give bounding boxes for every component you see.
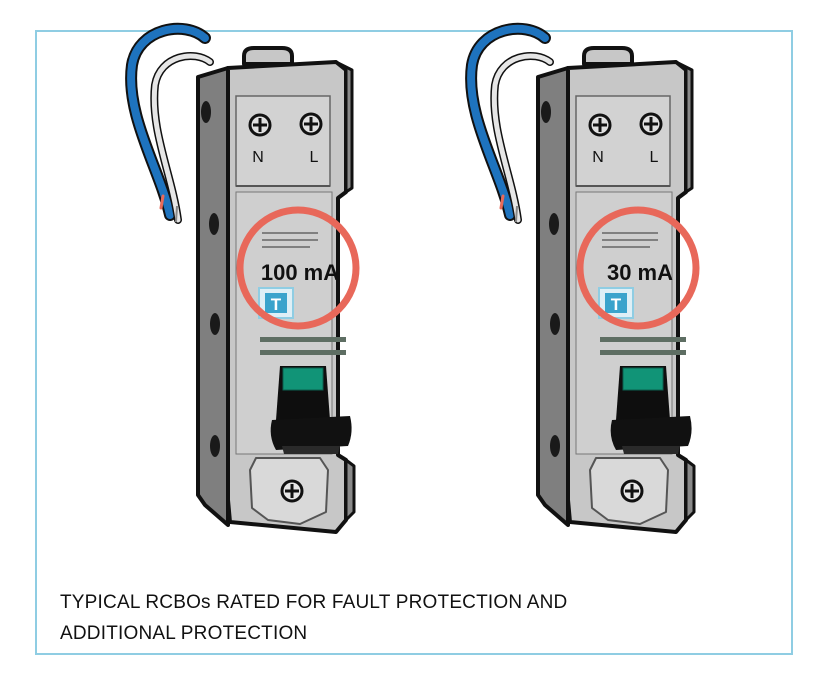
figure-frame <box>35 30 793 655</box>
current-rating-label: 30 mA <box>607 260 673 285</box>
current-rating-label: 100 mA <box>261 260 339 285</box>
caption-line-2: ADDITIONAL PROTECTION <box>60 623 308 644</box>
test-button-icon: T <box>271 295 282 314</box>
terminal-label-n: N <box>592 149 604 166</box>
terminal-label-l: L <box>310 149 319 166</box>
terminal-label-n: N <box>252 149 264 166</box>
test-button-icon: T <box>611 295 622 314</box>
terminal-label-l: L <box>650 149 659 166</box>
figure-caption: TYPICAL RCBOs RATED FOR FAULT PROTECTION… <box>60 587 680 649</box>
caption-line-1: TYPICAL RCBOs RATED FOR FAULT PROTECTION… <box>60 592 568 613</box>
